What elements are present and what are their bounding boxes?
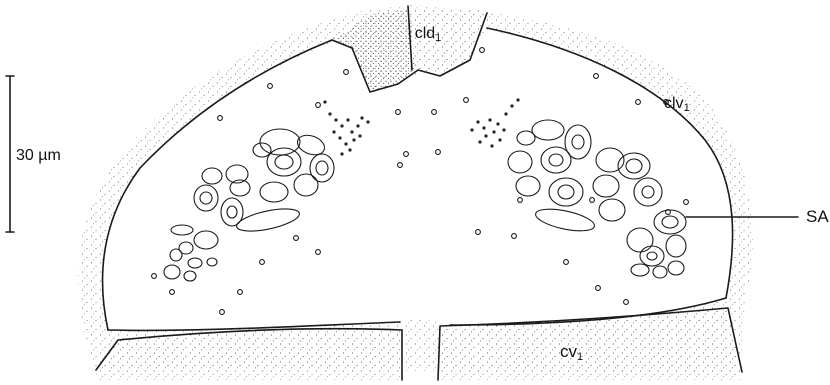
label-scale: 30 µm — [16, 147, 61, 164]
label-sa: SA — [806, 207, 829, 226]
scale-bar — [6, 76, 14, 232]
